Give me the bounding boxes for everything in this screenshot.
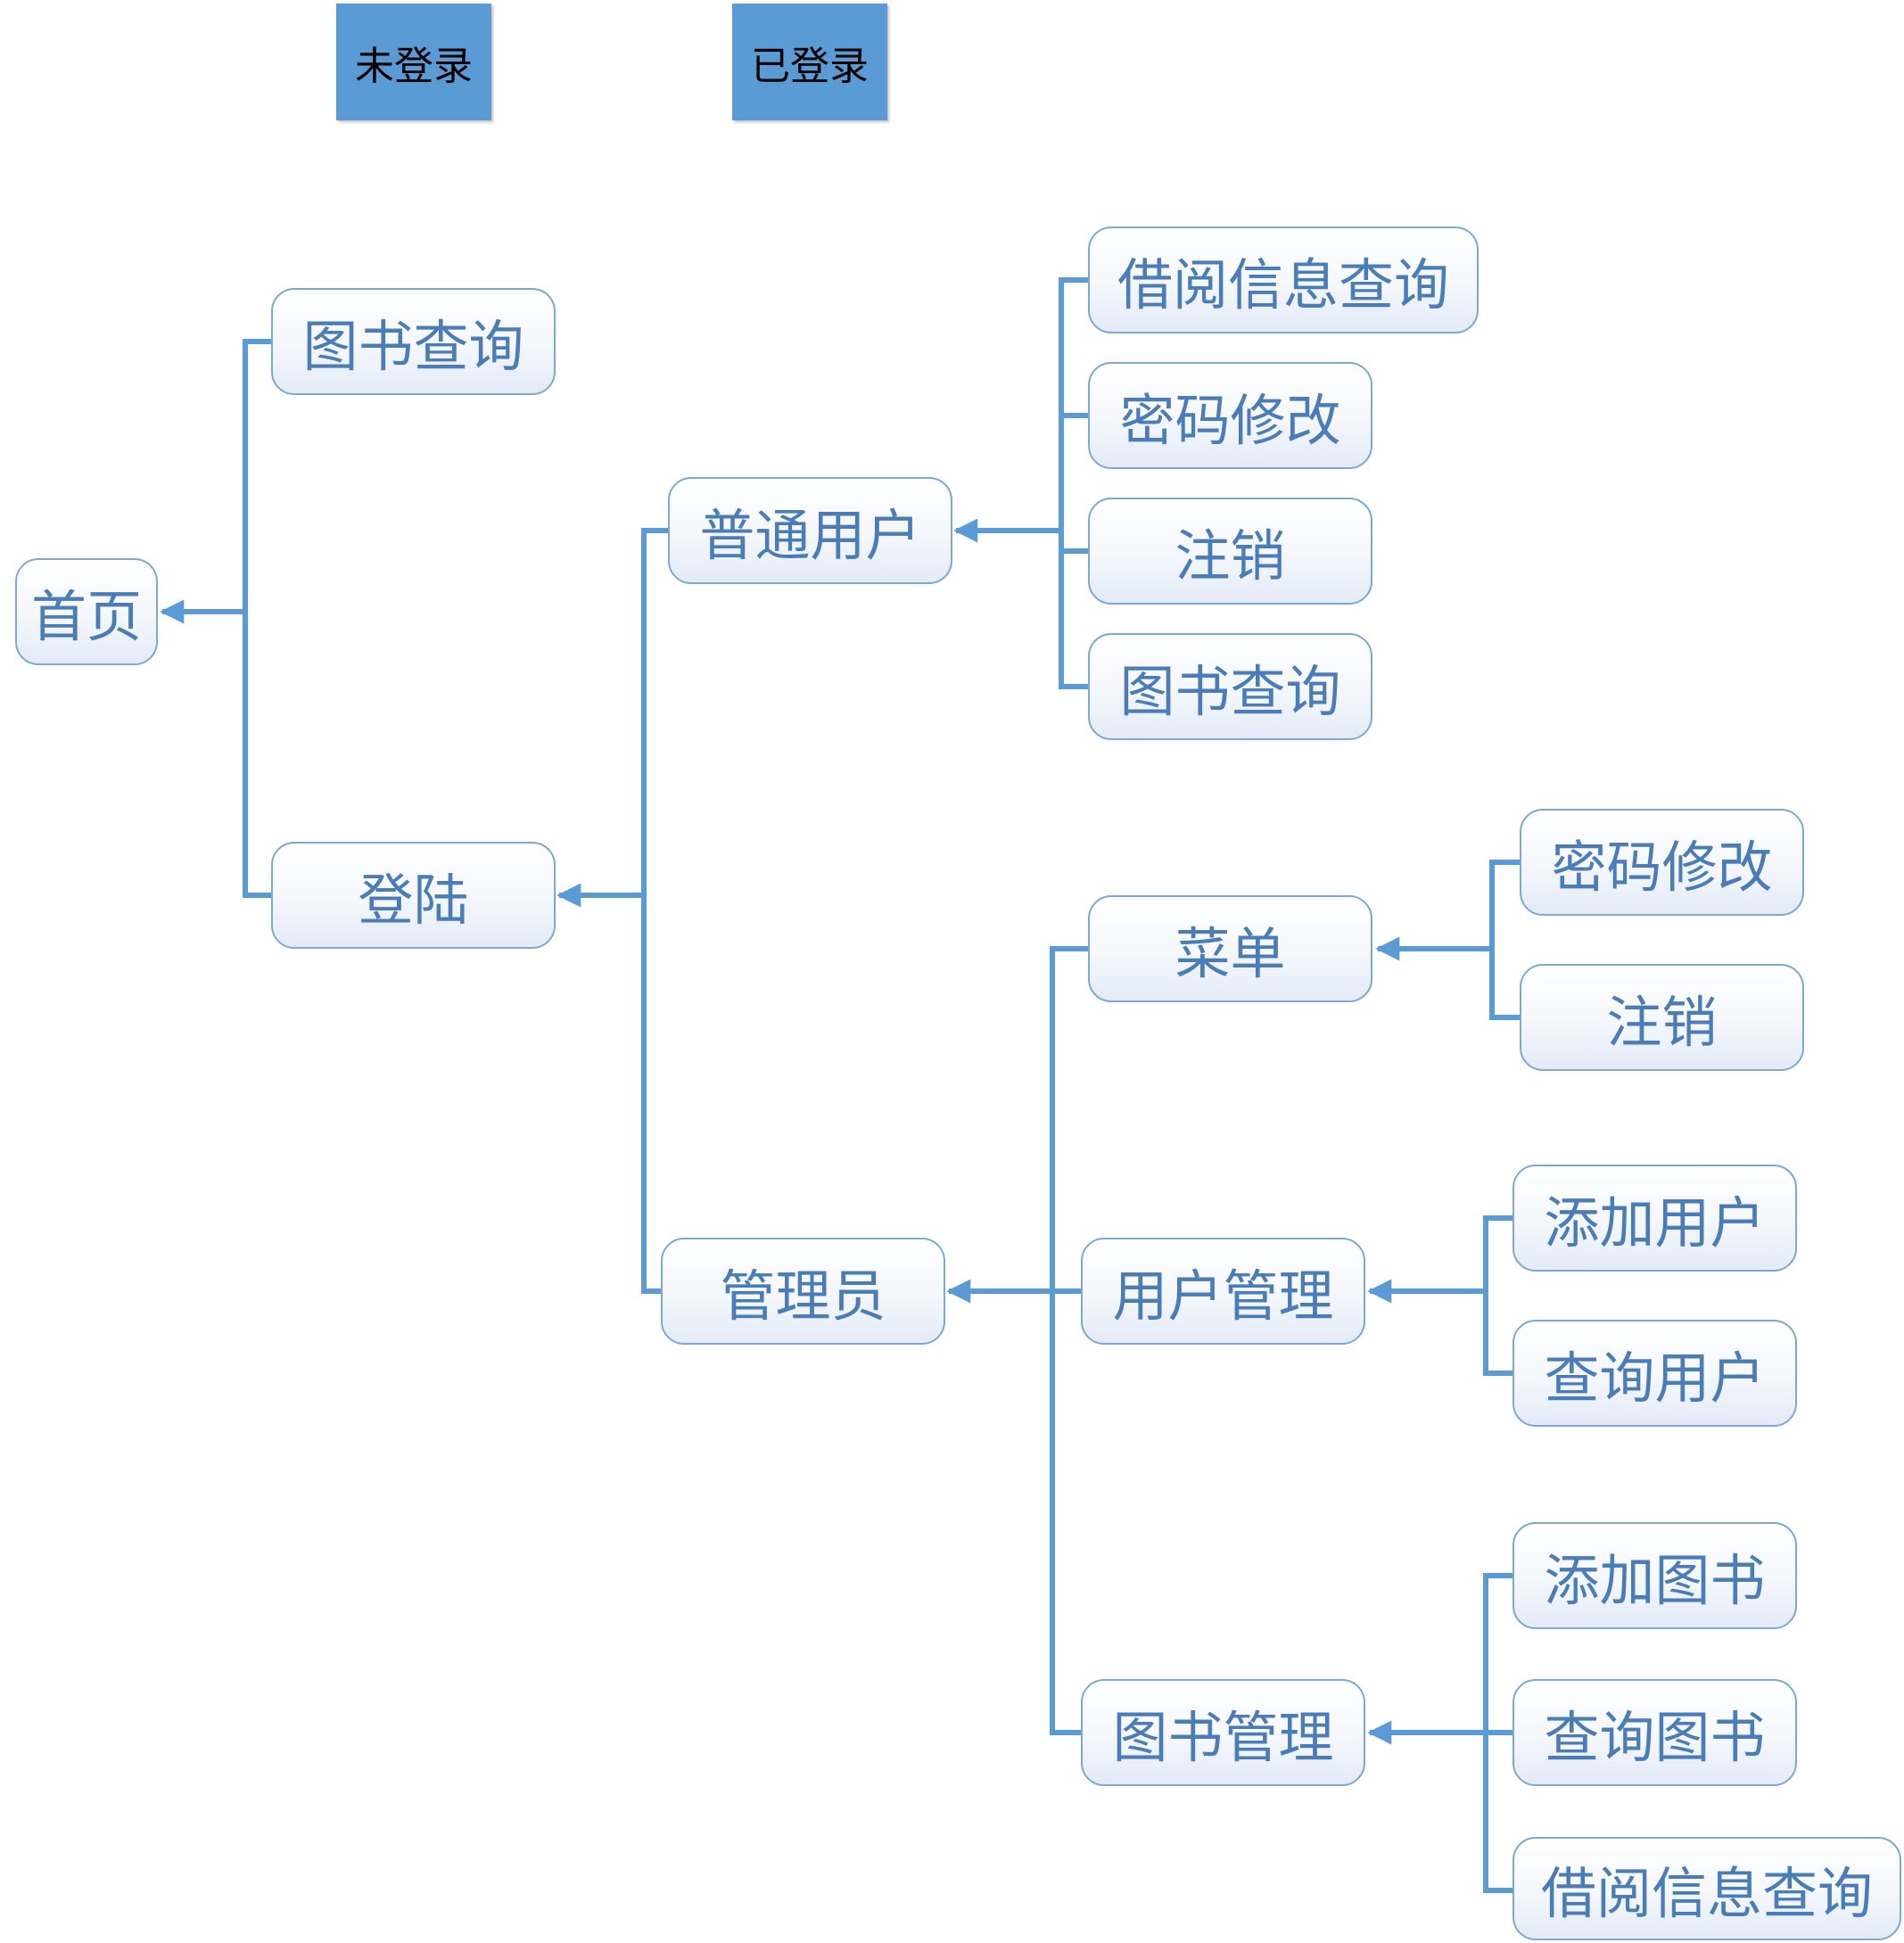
node-home-label: 首页 [30, 584, 142, 649]
node-menu-logout-label: 注销 [1606, 990, 1718, 1055]
node-menu-change-password-label: 密码修改 [1551, 835, 1773, 900]
node-admin-borrow-info[interactable]: 借阅信息查询 [1512, 1837, 1901, 1940]
node-guest-book-search[interactable]: 图书查询 [271, 288, 556, 395]
node-query-user-label: 查询用户 [1544, 1346, 1766, 1411]
node-home[interactable]: 首页 [15, 558, 158, 665]
node-normal-user-label: 普通用户 [699, 503, 921, 568]
node-add-book[interactable]: 添加图书 [1512, 1522, 1797, 1629]
node-login-label: 登陆 [358, 868, 469, 933]
node-query-book-label: 查询图书 [1544, 1705, 1766, 1770]
node-book-management[interactable]: 图书管理 [1081, 1679, 1365, 1786]
node-query-user[interactable]: 查询用户 [1512, 1320, 1797, 1427]
node-query-book[interactable]: 查询图书 [1512, 1679, 1797, 1786]
node-user-borrow-info-label: 借阅信息查询 [1117, 252, 1449, 317]
node-user-borrow-info[interactable]: 借阅信息查询 [1088, 226, 1479, 333]
node-user-book-search-label: 图书查询 [1119, 659, 1341, 724]
node-admin-borrow-info-label: 借阅信息查询 [1540, 1861, 1873, 1926]
node-add-user-label: 添加用户 [1544, 1190, 1766, 1256]
node-user-logout[interactable]: 注销 [1088, 498, 1372, 605]
legend-logged-in: 已登录 [732, 4, 887, 120]
node-login[interactable]: 登陆 [271, 842, 556, 949]
node-book-management-label: 图书管理 [1112, 1705, 1334, 1770]
node-admin-label: 管理员 [720, 1264, 886, 1329]
node-normal-user[interactable]: 普通用户 [668, 477, 952, 584]
legend-not-logged-in: 未登录 [336, 4, 491, 120]
connector-admin-tree [1050, 946, 1088, 1735]
node-guest-book-search-label: 图书查询 [302, 314, 524, 379]
node-user-change-password-label: 密码修改 [1119, 388, 1341, 453]
node-user-management-label: 用户管理 [1112, 1264, 1334, 1329]
connector-user-management-tree [1483, 1215, 1512, 1376]
node-user-change-password[interactable]: 密码修改 [1088, 362, 1372, 469]
node-user-book-search[interactable]: 图书查询 [1088, 633, 1372, 740]
node-add-user[interactable]: 添加用户 [1512, 1165, 1797, 1272]
connector-normal-user-tree [1059, 277, 1088, 689]
node-add-book-label: 添加图书 [1544, 1548, 1766, 1613]
connector-login-tree [641, 528, 668, 1294]
node-user-management[interactable]: 用户管理 [1081, 1238, 1365, 1345]
node-menu-logout[interactable]: 注销 [1520, 964, 1804, 1071]
node-menu[interactable]: 菜单 [1088, 895, 1372, 1002]
node-menu-change-password[interactable]: 密码修改 [1520, 809, 1804, 916]
legend-not-logged-in-label: 未登录 [355, 43, 473, 89]
node-menu-label: 菜单 [1175, 921, 1286, 986]
legend-logged-in-label: 已登录 [751, 43, 869, 89]
connector-menu-tree [1489, 860, 1520, 1020]
node-admin[interactable]: 管理员 [661, 1238, 945, 1345]
node-user-logout-label: 注销 [1175, 523, 1286, 589]
connector-home-tree [243, 339, 271, 898]
